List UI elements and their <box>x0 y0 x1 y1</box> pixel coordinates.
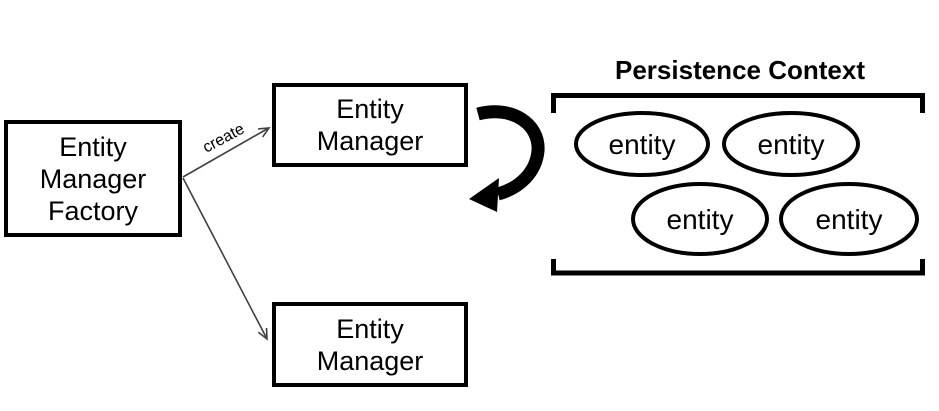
factory-box-line: Manager <box>39 163 147 194</box>
entity-label: entity <box>815 204 883 235</box>
entity-ellipse <box>779 182 919 256</box>
entity-manager-bottom-box: Entity Manager <box>272 302 468 387</box>
entity-manager-top-line: Manager <box>316 126 424 156</box>
entity-manager-top-box: Entity Manager <box>272 83 468 167</box>
entity-manager-bottom-line: Manager <box>316 345 424 376</box>
entity-label: entity <box>666 204 734 235</box>
entity-ellipse <box>722 111 860 177</box>
persistence-context-title: Persistence Context <box>615 55 865 85</box>
persistence-context-top-bracket <box>551 93 925 113</box>
entity-manager-top-line: Entity <box>336 94 404 124</box>
factory-box-line: Factory <box>47 195 139 226</box>
create-arrow-head-bottom-icon <box>257 327 268 341</box>
entity-ellipse <box>631 182 769 256</box>
entity-label: entity <box>757 129 825 160</box>
create-arrow-line-top <box>182 128 268 178</box>
create-arrow-head-top-icon <box>258 127 271 138</box>
entity-manager-factory-box: Entity Manager Factory <box>4 120 182 237</box>
curved-arrow-icon <box>476 105 545 201</box>
factory-box-line: Entity <box>59 131 127 162</box>
entity-manager-bottom-line: Entity <box>336 313 404 344</box>
create-arrow-line-bottom <box>182 177 267 338</box>
entity-ellipse <box>574 111 710 177</box>
persistence-context-bottom-bracket <box>551 259 925 276</box>
entity-label: entity <box>608 129 676 160</box>
curved-arrow-head-icon <box>469 178 499 212</box>
